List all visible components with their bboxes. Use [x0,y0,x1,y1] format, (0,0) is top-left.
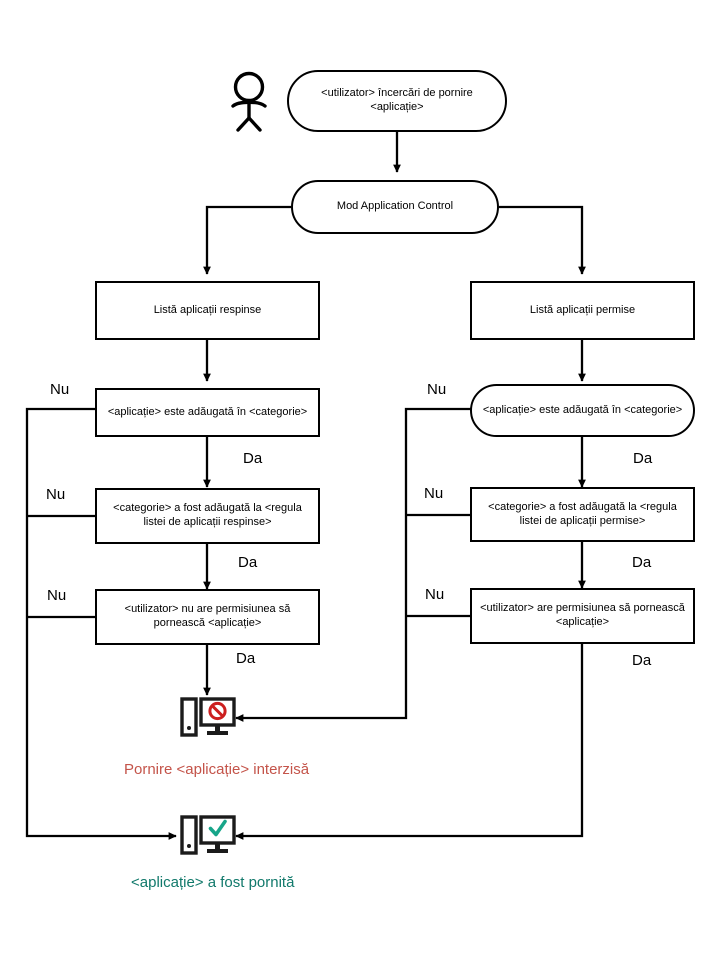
edge-mode-to-denied-list [203,205,291,275]
node-right-category[interactable]: <aplicație> este adăugată în <categorie> [470,384,695,437]
node-right-permission-label: <utilizator> are permisiunea să porneasc… [480,602,685,628]
node-left-category-label: <aplicație> este adăugată în <categorie> [107,405,308,418]
computer-check-icon [180,815,236,864]
node-left-category[interactable]: <aplicație> este adăugată în <categorie> [95,388,320,437]
edge-label-right-yes-1: Da [633,450,653,467]
node-denied-list[interactable]: Listă aplicații respinse [95,281,320,340]
edge-label-left-yes-3: Da [236,650,256,667]
edge-label-left-yes-2: Da [238,554,258,571]
node-left-permission[interactable]: <utilizator> nu are permisiunea să porne… [95,589,320,645]
edge-label-right-yes-3: Da [632,652,652,669]
user-actor-icon [222,70,276,137]
node-right-category-label: <aplicație> este adăugată în <categorie> [482,403,683,416]
node-start[interactable]: <utilizator> încercări de pornire <aplic… [287,70,507,132]
edge-label-right-no-3: Nu [425,586,445,603]
denied-outcome-caption: Pornire <aplicație> interzisă [124,761,310,778]
edge-label-right-yes-2: Da [632,554,652,571]
node-mode-label: Mod Application Control [336,200,454,213]
node-left-rule-label: <categorie> a fost adăugată la <regula l… [113,502,302,528]
node-denied-list-label: Listă aplicații respinse [153,303,262,316]
allowed-outcome-caption: <aplicație> a fost pornită [131,874,295,891]
edge-label-left-no-3: Nu [47,587,67,604]
node-mode-application-control[interactable]: Mod Application Control [291,180,499,234]
edge-label-left-no-2: Nu [46,486,66,503]
node-start-label: <utilizator> încercări de pornire <aplic… [321,87,473,113]
edge-label-left-no-1: Nu [50,381,70,398]
edge-label-left-yes-1: Da [243,450,263,467]
node-left-rule[interactable]: <categorie> a fost adăugată la <regula l… [95,488,320,544]
edge-label-right-no-2: Nu [424,485,444,502]
computer-blocked-icon [180,697,236,746]
edge-right-cat-no [235,407,471,722]
node-allowed-list-label: Listă aplicații permise [529,303,636,316]
node-right-permission[interactable]: <utilizator> are permisiunea să porneasc… [470,588,695,644]
node-right-rule[interactable]: <categorie> a fost adăugată la <regula l… [470,487,695,542]
edge-left-cat-no [25,407,177,840]
edge-label-right-no-1: Nu [427,381,447,398]
node-right-rule-label: <categorie> a fost adăugată la <regula l… [488,500,677,527]
edge-right-perm-yes [235,644,584,840]
node-allowed-list[interactable]: Listă aplicații permise [470,281,695,340]
edge-mode-to-allowed-list [499,205,586,275]
node-left-permission-label: <utilizator> nu are permisiunea să porne… [124,603,291,629]
